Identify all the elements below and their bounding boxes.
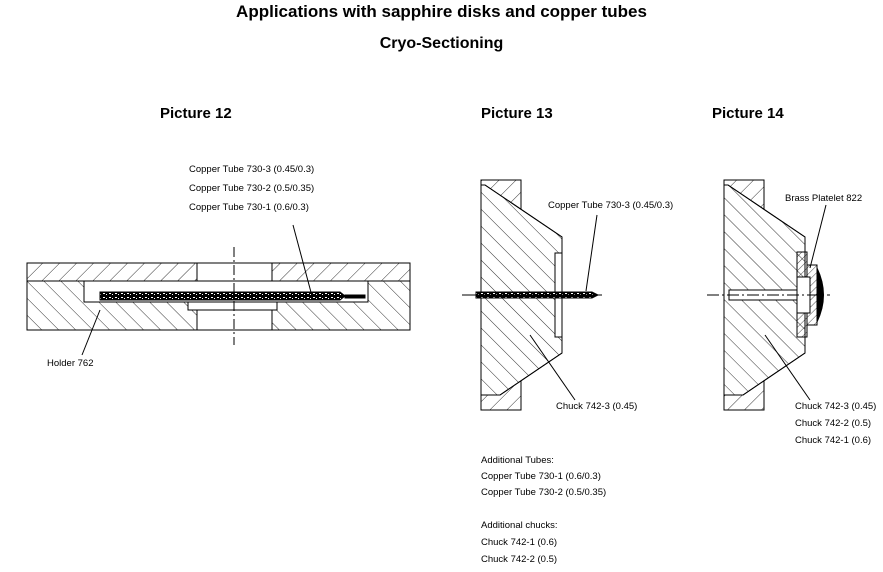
page-subtitle: Cryo-Sectioning bbox=[379, 35, 504, 52]
label-copper-tube: Copper Tube 730-3 (0.45/0.3) bbox=[548, 200, 674, 211]
label-chuck: Chuck 742-3 (0.45) bbox=[556, 401, 638, 412]
additional-tubes-title: Additional Tubes: bbox=[481, 455, 554, 466]
label-copper-tube-730-1: Copper Tube 730-1 (0.6/0.3) bbox=[189, 202, 309, 213]
additional-chucks-title: Additional chucks: bbox=[481, 520, 558, 531]
picture-12-drawing bbox=[26, 224, 411, 356]
label-holder-762: Holder 762 bbox=[47, 358, 94, 369]
additional-chuck: Chuck 742-1 (0.6) bbox=[481, 537, 558, 548]
page-title: Applications with sapphire disks and cop… bbox=[236, 2, 647, 21]
picture-14-drawing bbox=[707, 179, 830, 411]
label-chuck-742-3: Chuck 742-3 (0.45) bbox=[795, 401, 877, 412]
label-chuck-742-2: Chuck 742-2 (0.5) bbox=[795, 418, 872, 429]
picture-13-drawing bbox=[462, 179, 602, 411]
label-copper-tube-730-3: Copper Tube 730-3 (0.45/0.3) bbox=[189, 164, 315, 175]
label-chuck-742-1: Chuck 742-1 (0.6) bbox=[795, 435, 872, 446]
label-brass-platelet: Brass Platelet 822 bbox=[785, 193, 863, 204]
picture-13-heading: Picture 13 bbox=[481, 105, 553, 122]
label-copper-tube-730-2: Copper Tube 730-2 (0.5/0.35) bbox=[189, 183, 315, 194]
picture-14-heading: Picture 14 bbox=[712, 105, 784, 122]
additional-tube: Copper Tube 730-2 (0.5/0.35) bbox=[481, 487, 607, 498]
additional-tube: Copper Tube 730-1 (0.6/0.3) bbox=[481, 471, 601, 482]
additional-chuck: Chuck 742-2 (0.5) bbox=[481, 554, 558, 565]
picture-12-heading: Picture 12 bbox=[160, 105, 232, 122]
